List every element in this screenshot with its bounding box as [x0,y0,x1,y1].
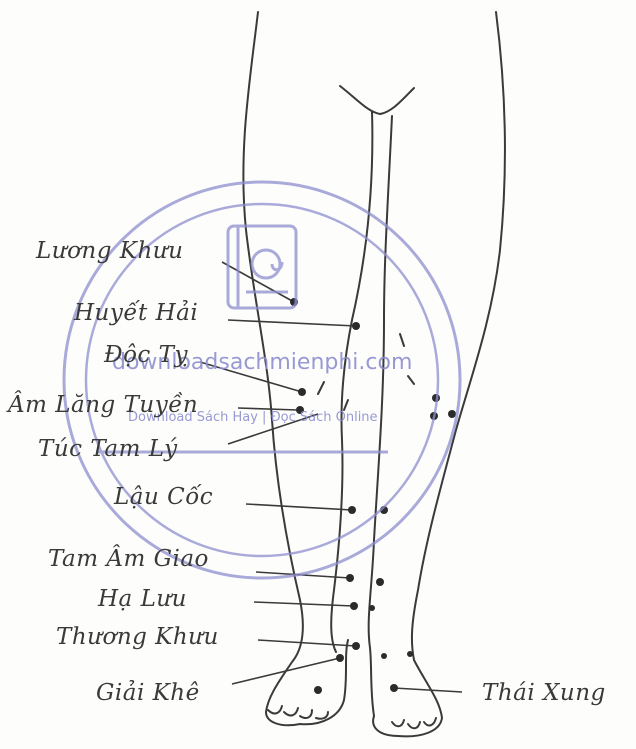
label-giai-khe: Giải Khê [96,680,200,706]
label-lau-coc: Lậu Cốc [114,484,213,510]
label-tam-am-giao: Tam Âm Giao [48,546,209,572]
point-thai-xung [390,684,398,692]
leader-ha-luu [254,602,354,606]
point-giai-khe [336,654,344,662]
leader-luong-khau [222,262,294,302]
crotch-curve [340,86,414,114]
point-left-foot [314,686,322,694]
point-right-ankle-1 [376,578,384,586]
leader-lau-coc [246,504,352,510]
leader-giai-khe [232,658,340,684]
label-am-lang-tuyen: Âm Lăng Tuyền [8,392,198,418]
point-doc-ty [298,388,306,396]
right-foot-toes [392,718,436,728]
point-lau-coc [348,506,356,514]
watermark-logo-icon [228,226,296,308]
point-right-ankle-2 [369,605,375,611]
leader-thuong-khau [258,640,356,646]
point-thuong-khau [352,642,360,650]
label-luong-khau: Lương Khưu [36,238,183,264]
label-thuong-khau: Thương Khưu [56,624,219,650]
point-tam-am-giao [346,574,354,582]
label-thai-xung: Thái Xung [482,680,606,706]
point-right-foot-1 [381,653,387,659]
label-doc-ty: Độc Tỵ [104,342,188,368]
leader-huyet-hai [228,320,356,326]
point-huyet-hai [352,322,360,330]
left-foot-toes [268,706,328,719]
label-tuc-tam-ly: Túc Tam Lý [38,436,178,462]
point-ha-luu [350,602,358,610]
leader-thai-xung [394,688,462,692]
left-leg-inner-outline [331,112,372,652]
point-right-knee-3 [448,410,456,418]
point-right-foot-2 [407,651,413,657]
label-ha-luu: Hạ Lưu [98,586,187,612]
label-huyet-hai: Huyết Hải [74,300,198,326]
